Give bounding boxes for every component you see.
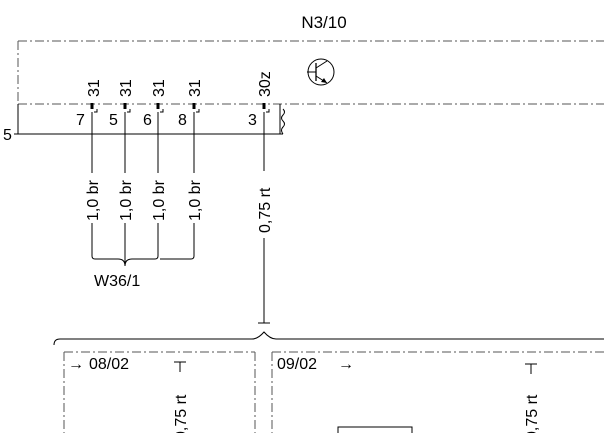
- terminal-label: 31: [151, 79, 168, 97]
- wire-label: 1,0 br: [151, 179, 168, 221]
- sheet-ref-arrow: →: [338, 356, 354, 373]
- terminal-labels: 31 31 31 31 30z: [86, 71, 274, 97]
- pin-markers: [90, 103, 270, 113]
- terminal-label: 31: [86, 79, 103, 97]
- terminal-label: 30z: [257, 71, 274, 97]
- sheet-ref-label[interactable]: 09/02: [277, 356, 317, 373]
- pin-number: 8: [178, 112, 187, 129]
- terminal-label: 31: [118, 79, 135, 97]
- wire-label: 0,75 rt: [524, 394, 541, 433]
- junction-label: W36/1: [94, 273, 140, 290]
- wire-label: 1,0 br: [187, 179, 204, 221]
- connector-body: [14, 104, 285, 135]
- wire-label: 0,75 rt: [173, 394, 190, 433]
- sheet-ref-arrow: →: [68, 356, 84, 373]
- pin-number: 7: [76, 112, 85, 129]
- wire-label: 1,0 br: [85, 179, 102, 221]
- pin-number: 3: [248, 112, 257, 129]
- sheet-bracket: [53, 331, 604, 433]
- transistor-icon: [307, 58, 335, 86]
- wire-label: 0,75 rt: [257, 187, 274, 233]
- wire-labels: 1,0 br 1,0 br 1,0 br 1,0 br 0,75 rt: [85, 179, 274, 233]
- connector-side-label: 5: [3, 127, 12, 144]
- sheet-ref-label[interactable]: 08/02: [89, 356, 129, 373]
- component-title: N3/10: [301, 13, 346, 32]
- sheet-ref-0802[interactable]: → 08/02: [68, 356, 129, 373]
- terminal-label: 31: [187, 79, 204, 97]
- pin-number: 5: [109, 112, 118, 129]
- sheet-ref-0902[interactable]: 09/02 →: [277, 356, 354, 373]
- pin-numbers: 7 5 6 8 3: [76, 112, 257, 129]
- pin-number: 6: [143, 112, 152, 129]
- junction-bracket: [91, 252, 195, 267]
- wire-label: 1,0 br: [118, 179, 135, 221]
- component-box: [337, 426, 413, 433]
- wires: [91, 112, 270, 324]
- component-boundary: [17, 40, 604, 105]
